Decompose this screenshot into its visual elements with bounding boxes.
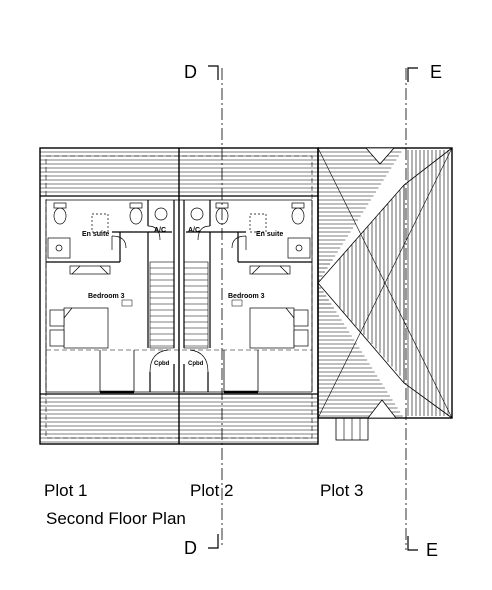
plot-2-label: Plot 2 xyxy=(190,481,233,500)
section-d-top-label: D xyxy=(184,62,197,82)
section-d-bottom-label: D xyxy=(184,538,197,558)
section-markers xyxy=(208,65,418,551)
building-outline xyxy=(39,147,453,445)
ensuite-label-plot2: En suite xyxy=(256,231,283,238)
section-e-bottom-label: E xyxy=(426,540,438,560)
doors xyxy=(111,225,247,373)
ac-label-plot1: A/C xyxy=(154,227,166,234)
cpbd-label-plot2: Cpbd xyxy=(188,361,204,367)
bedroom-label-plot1: Bedroom 3 xyxy=(88,293,125,300)
drawing-title: Second Floor Plan xyxy=(46,509,186,528)
bedroom-label-plot2: Bedroom 3 xyxy=(228,293,265,300)
plot-3-label: Plot 3 xyxy=(320,481,363,500)
plot-1-label: Plot 1 xyxy=(44,481,87,500)
ensuite-label-plot1: En suite xyxy=(82,231,109,238)
section-e-top-label: E xyxy=(430,62,442,82)
ac-label-plot2: A/C xyxy=(188,227,200,234)
cpbd-label-plot1: Cpbd xyxy=(154,361,170,367)
fixtures xyxy=(47,202,311,349)
staircase xyxy=(149,261,209,349)
